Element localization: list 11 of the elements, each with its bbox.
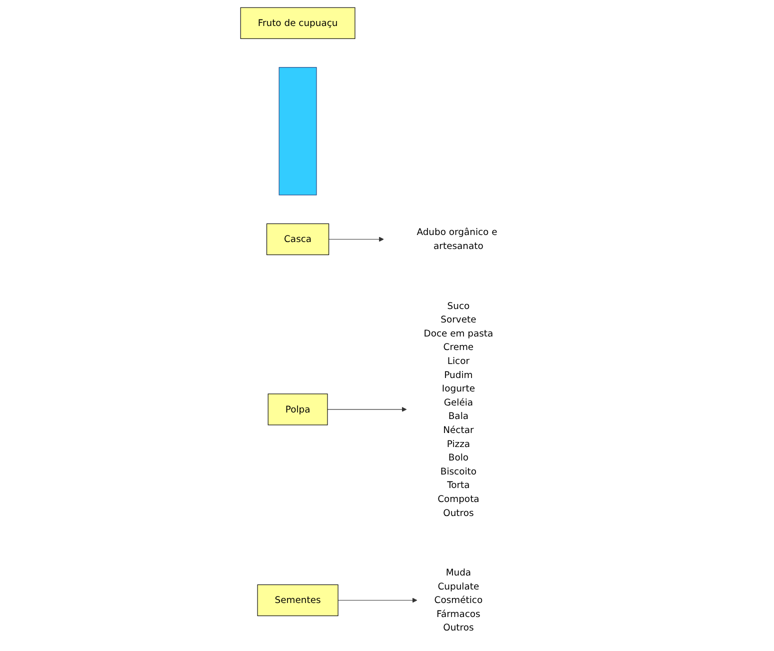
node-box: Casca	[266, 223, 330, 256]
arrow	[338, 598, 418, 603]
arrow	[327, 406, 407, 412]
node-box: Polpa	[268, 394, 328, 426]
node-text: Suco Sorvete Doce em pasta Creme Licor Pudim Iogurte Geléia Bala Néctar Pizza Bolo Biscoito Torta Compota Outros	[424, 300, 494, 518]
node-box: Sementes	[257, 584, 338, 616]
arrow	[328, 236, 384, 242]
node-box: Fruto de cupuaçu	[240, 7, 356, 39]
node-text: Muda Cupulate Cosmético Fármacos Outros	[434, 566, 483, 634]
node-text: Adubo orgânico e artesanato	[416, 226, 498, 252]
node-bar	[278, 67, 317, 196]
